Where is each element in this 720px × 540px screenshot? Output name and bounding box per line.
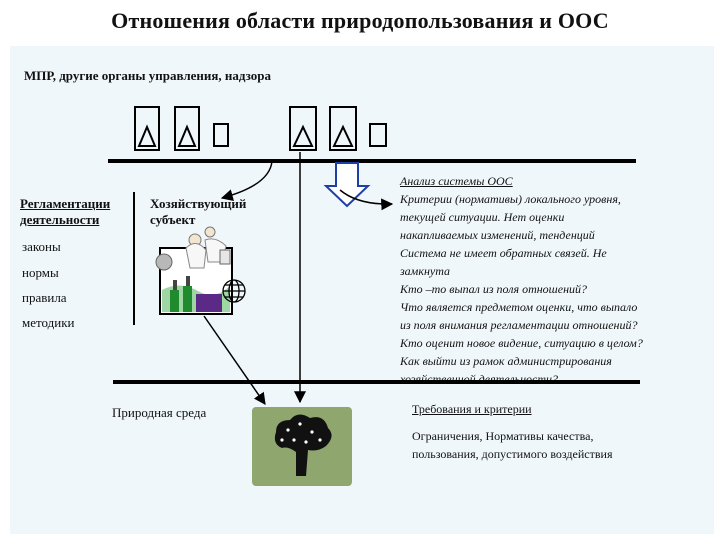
globe-icon <box>222 279 246 303</box>
requirements-block: Требования и критерии Ограничения, Норма… <box>412 400 702 463</box>
analysis-line: замкнута <box>400 264 451 278</box>
box-icon <box>174 106 200 151</box>
box-icon <box>289 106 317 151</box>
page-title: Отношения области природопользования и О… <box>111 8 609 33</box>
factory-icon <box>155 226 233 315</box>
triangle-icon <box>292 124 314 147</box>
requirements-title: Требования и критерии <box>412 402 532 416</box>
tree-icon <box>252 407 352 486</box>
arrow-to-analysis <box>339 189 394 211</box>
analysis-line: Критерии (нормативы) локального уровня, <box>400 192 621 206</box>
left-item-rules: правила <box>22 290 67 305</box>
requirements-line: Ограничения, Нормативы качества, <box>412 429 594 443</box>
left-item-norms: нормы <box>22 265 59 280</box>
analysis-line: Система не имеет обратных связей. Не <box>400 246 607 260</box>
arrow-factory-to-environment <box>203 315 266 405</box>
analysis-line: Что является предметом оценки, что выпал… <box>400 300 638 314</box>
analysis-down-arrow-icon <box>323 162 371 208</box>
box-icon <box>329 106 357 151</box>
box-icon <box>134 106 160 151</box>
agency-icon-group-right <box>289 106 387 151</box>
left-column-heading: Регламентации деятельности <box>20 196 111 227</box>
analysis-line: накапливаемых изменений, тенденций <box>400 228 595 242</box>
diagram-panel <box>10 46 714 534</box>
triangle-icon <box>177 124 197 147</box>
analysis-line: Кто –то выпал из поля отношений? <box>400 282 588 296</box>
analysis-line: Кто оценит новое видение, ситуацию в цел… <box>400 336 643 350</box>
small-box-icon <box>369 123 387 147</box>
analysis-title: Анализ системы ООС <box>400 174 513 188</box>
left-item-laws: законы <box>22 239 61 254</box>
triangle-icon <box>332 124 354 147</box>
small-box-icon <box>213 123 229 147</box>
triangle-icon <box>137 124 157 147</box>
agency-icon-group-left <box>134 106 229 151</box>
requirements-line: пользования, допустимого воздействия <box>412 447 613 461</box>
analysis-line: текущей ситуации. Нет оценки <box>400 210 565 224</box>
arrow-to-entity <box>220 160 273 201</box>
environment-label: Природная среда <box>112 405 207 420</box>
left-item-methods: методики <box>22 315 75 330</box>
analysis-line: Как выйти из рамок администрирования <box>400 354 612 368</box>
analysis-line: из поля внимания регламентации отношений… <box>400 318 638 332</box>
top-bar-label: МПР, другие органы управления, надзора <box>24 68 272 83</box>
